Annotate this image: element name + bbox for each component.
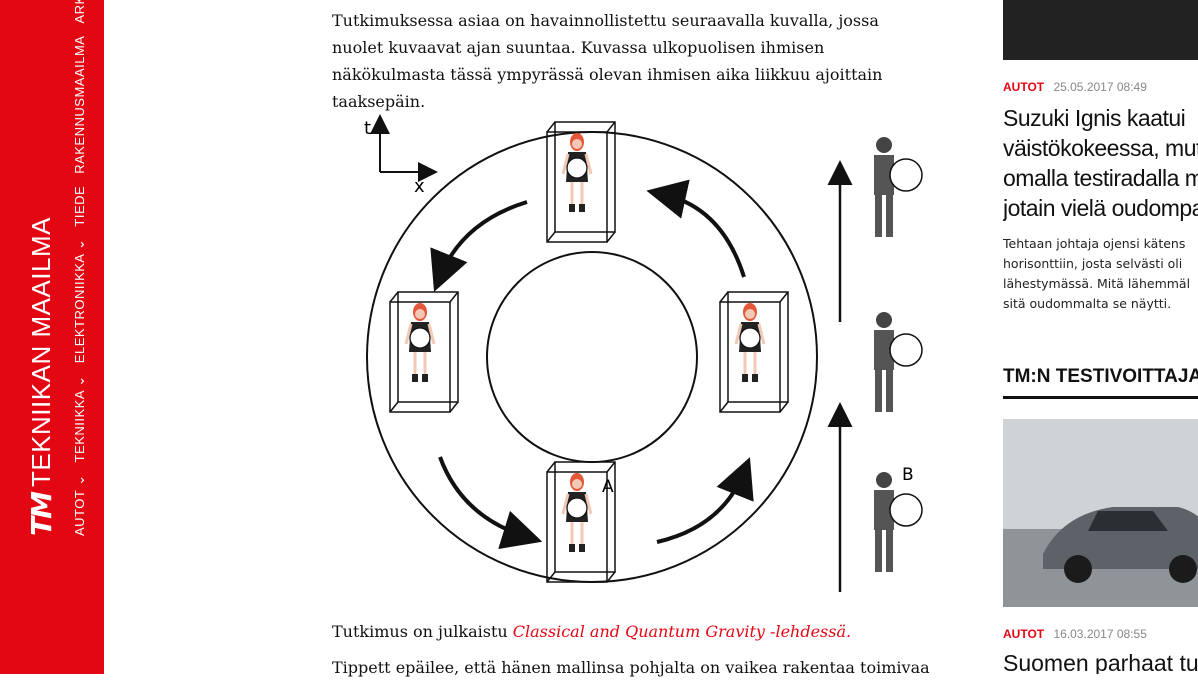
observer-box-top: [546, 121, 616, 243]
nav-item-arkisto[interactable]: ARKISTO: [72, 0, 88, 24]
headline-line: jotain vielä oudompaa: [1003, 195, 1198, 221]
logo-text: TEKNIIKAN MAAILMA: [26, 217, 56, 488]
point-a-label: A: [602, 477, 614, 497]
article-paragraph: Tutkimus on julkaistu Classical and Quan…: [332, 618, 851, 645]
summary-line: lähestymässä. Mitä lähemmäl: [1003, 276, 1191, 291]
related-column: AUTOT 25.05.2017 08:49 Suzuki Ignis kaat…: [1003, 0, 1198, 674]
nav-item-tiede[interactable]: TIEDE: [72, 185, 87, 227]
headline-line: väistökokeessa, mutta: [1003, 135, 1198, 161]
story-headline[interactable]: Suomen parhaat tuotte: [1003, 650, 1198, 674]
story-summary: Tehtaan johtaja ojensi kätens horisontti…: [1003, 234, 1198, 314]
x-axis-label: x: [414, 176, 425, 197]
section-title[interactable]: TM:N TESTIVOITTAJAT: [1003, 366, 1198, 399]
outer-ring: [366, 131, 818, 583]
outside-observer: [873, 136, 923, 238]
story-category[interactable]: AUTOT: [1003, 80, 1045, 94]
story-date: 25.05.2017 08:49: [1053, 80, 1147, 94]
loop-arrow: [656, 457, 754, 544]
outside-observer: [873, 471, 923, 573]
nav-item-autot[interactable]: AUTOT ⌄: [72, 474, 87, 536]
inner-ring: [486, 251, 698, 463]
site-logo[interactable]: TM TEKNIIKAN MAAILMA: [25, 217, 58, 536]
observer-box-left: [389, 291, 459, 413]
story-meta: AUTOT 16.03.2017 08:55: [1003, 627, 1147, 641]
t-axis-label: t: [364, 118, 371, 139]
article-figure: t x A B: [352, 112, 932, 598]
nav-item-elektroniikka[interactable]: ELEKTRONIIKKA ⌄: [72, 238, 87, 364]
story-image[interactable]: [1003, 419, 1198, 607]
headline-line: omalla testiradalla mei: [1003, 165, 1198, 191]
paragraph-text: Tutkimus on julkaistu: [332, 622, 513, 641]
summary-line: sitä oudommalta se näytti.: [1003, 296, 1172, 311]
point-b-label: B: [902, 465, 914, 485]
loop-arrow: [646, 179, 746, 278]
vertical-nav: TM TEKNIIKAN MAAILMA AUTOT ⌄ TEKNIIKKA ⌄…: [0, 0, 104, 674]
main-menu: AUTOT ⌄ TEKNIIKKA ⌄ ELEKTRONIIKKA ⌄ TIED…: [72, 0, 88, 536]
site-sidebar: TM TEKNIIKAN MAAILMA AUTOT ⌄ TEKNIIKKA ⌄…: [0, 0, 104, 674]
nav-item-tekniikka[interactable]: TEKNIIKKA ⌄: [72, 375, 87, 463]
logo-mark: TM: [25, 493, 58, 536]
summary-line: horisonttiin, josta selvästi oli: [1003, 256, 1183, 271]
journal-link[interactable]: Classical and Quantum Gravity: [512, 622, 765, 641]
story-headline[interactable]: Suzuki Ignis kaatui väistökokeessa, mutt…: [1003, 103, 1198, 223]
summary-line: Tehtaan johtaja ojensi kätens: [1003, 236, 1186, 251]
story-image[interactable]: [1003, 0, 1198, 60]
car-photo: [1003, 419, 1198, 607]
observer-box-right: [719, 291, 789, 413]
article-paragraph: Tutkimuksessa asiaa on havainnollistettu…: [332, 11, 883, 111]
story-date: 16.03.2017 08:55: [1053, 627, 1147, 641]
nav-item-rakennusmaailma[interactable]: RAKENNUSMAAILMA: [72, 35, 87, 174]
article-paragraph: Tippett epäilee, että hänen mallinsa poh…: [332, 658, 930, 677]
outside-observer: [873, 311, 923, 413]
story-meta: AUTOT 25.05.2017 08:49: [1003, 80, 1147, 94]
headline-line: Suzuki Ignis kaatui: [1003, 105, 1186, 131]
paragraph-text-suffix: -lehdessä.: [764, 622, 852, 641]
time-loop-diagram: t x A B: [364, 114, 923, 592]
story-category[interactable]: AUTOT: [1003, 627, 1045, 641]
loop-arrow: [438, 456, 543, 550]
loop-arrow: [430, 200, 528, 292]
